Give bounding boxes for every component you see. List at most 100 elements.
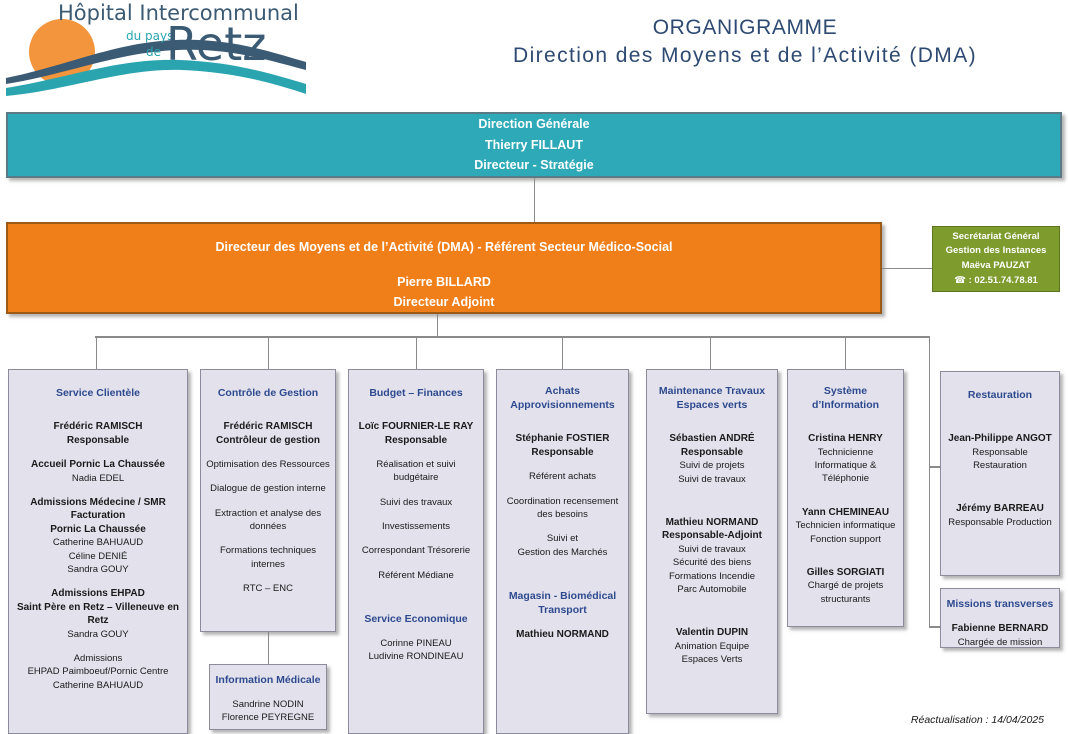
person-name: Sébastien ANDRÉ: [669, 433, 755, 445]
secretariat-line-3: Maëva PAUZAT: [961, 260, 1031, 271]
dg-line-2: Thierry FILLAUT: [485, 137, 583, 152]
detail-line: Admissions: [73, 653, 123, 665]
person-name: Cristina HENRY: [808, 433, 883, 445]
person-name: Valentin DUPIN: [675, 627, 749, 639]
person-name: Loïc FOURNIER-LE RAY: [358, 421, 474, 433]
person-name: Frédéric RAMISCH: [53, 421, 143, 433]
logo-line1: Hôpital Intercommunal: [58, 1, 299, 25]
detail-line: Formations Incendie: [668, 570, 756, 582]
dg-line-3: Directeur - Stratégie: [474, 158, 594, 173]
person-name: Responsable: [531, 446, 594, 458]
person-name: Contrôleur de gestion: [216, 434, 320, 446]
title-line-1: ORGANIGRAMME: [652, 16, 838, 39]
connector-dma-trunk-vertical: [437, 314, 438, 336]
person-name: Facturation: [70, 510, 126, 522]
person-name: Mathieu NORMAND: [665, 516, 759, 528]
detail-line: Chargée de mission: [957, 636, 1043, 648]
text-group: Correspondant Trésorerie: [353, 544, 479, 557]
detail-line: Gestion des Marchés: [517, 546, 608, 558]
text-group: Investissements: [353, 520, 479, 533]
text-group: Optimisation des Ressources: [206, 458, 330, 471]
detail-line: des besoins: [537, 508, 588, 520]
person-name: Saint Père en Retz – Villeneuve en Retz: [16, 601, 180, 627]
connector-right-branch-vertical: [929, 336, 930, 627]
detail-line: Suivi de travaux: [678, 543, 746, 555]
connector-drop-col-3: [416, 336, 417, 369]
column-header: Contrôle de Gestion: [217, 387, 319, 399]
logo-graphic: Hôpital Intercommunal du pays de Retz: [6, 1, 306, 96]
detail-line: Correspondant Trésorerie: [361, 545, 471, 557]
detail-line: Suivi des travaux: [379, 496, 453, 508]
text-group: Service Economique: [353, 612, 479, 626]
person-name: Jérémy BARREAU: [956, 503, 1044, 515]
dma-line-1: Directeur des Moyens et de l’Activité (D…: [215, 240, 673, 254]
sub-header: Transport: [538, 604, 587, 616]
person-name: Admissions EHPAD: [51, 588, 145, 600]
logo-small2: de: [146, 45, 161, 59]
text-group: Suivi des travaux: [353, 496, 479, 509]
detail-line: Investissements: [381, 521, 451, 533]
detail-line: Sandra GOUY: [67, 564, 129, 576]
logo-small1: du pays: [126, 29, 173, 43]
logo-wave-dark: [6, 39, 306, 84]
detail-line: Espaces Verts: [681, 653, 743, 665]
logo-wave-light: [6, 59, 306, 96]
secretariat-general-box: Secrétariat Général Gestion des Instance…: [932, 226, 1060, 292]
detail-line: Référent Médiane: [378, 569, 454, 581]
text-group: Dialogue de gestion interne: [206, 482, 330, 495]
person-name: Gilles SORGIATI: [806, 566, 885, 578]
missions-transverses-header: Missions transverses: [946, 598, 1054, 610]
restauration-header: Restauration: [967, 389, 1033, 401]
connector-drop-col-2: [268, 336, 269, 369]
connector-to-missions: [929, 626, 940, 628]
detail-line: Suivi de travaux: [678, 473, 746, 485]
person-name: Responsable-Adjoint: [661, 530, 762, 542]
detail-line: Nadia EDEL: [71, 472, 125, 484]
information-medicale-box[interactable]: Information Médicale Sandrine NODIN Flor…: [209, 664, 327, 730]
detail-line: Fonction support: [810, 533, 881, 545]
direction-generale-box: Direction Générale Thierry FILLAUT Direc…: [6, 112, 1062, 178]
column-header: Budget – Finances: [369, 387, 463, 399]
detail-line: Dialogue de gestion interne: [210, 483, 326, 495]
dma-line-3: Directeur Adjoint: [393, 294, 495, 309]
detail-line: Technicien informatique: [795, 520, 896, 532]
detail-line: Extraction et analyse des: [214, 507, 322, 519]
connector-drop-col-1: [96, 336, 97, 369]
detail-line: Animation Equipe: [674, 640, 750, 652]
detail-line: internes: [251, 558, 285, 570]
dma-box: Directeur des Moyens et de l’Activité (D…: [6, 222, 882, 314]
detail-line: Téléphonie: [821, 473, 869, 485]
connector-drop-col-4: [562, 336, 563, 369]
connector-to-restauration: [929, 466, 940, 468]
person-name: Frédéric RAMISCH: [223, 421, 313, 433]
detail-line: Suivi de projets: [679, 460, 745, 472]
connector-dma-to-secretariat: [882, 268, 932, 269]
person-name: Pornic La Chaussée: [50, 523, 146, 535]
detail-line: Coordination recensement: [506, 495, 619, 507]
secretariat-line-1: Secrétariat Général: [952, 230, 1040, 242]
column-header: Service Clientèle: [55, 387, 141, 399]
hospital-logo: Hôpital Intercommunal du pays de Retz: [6, 0, 306, 100]
